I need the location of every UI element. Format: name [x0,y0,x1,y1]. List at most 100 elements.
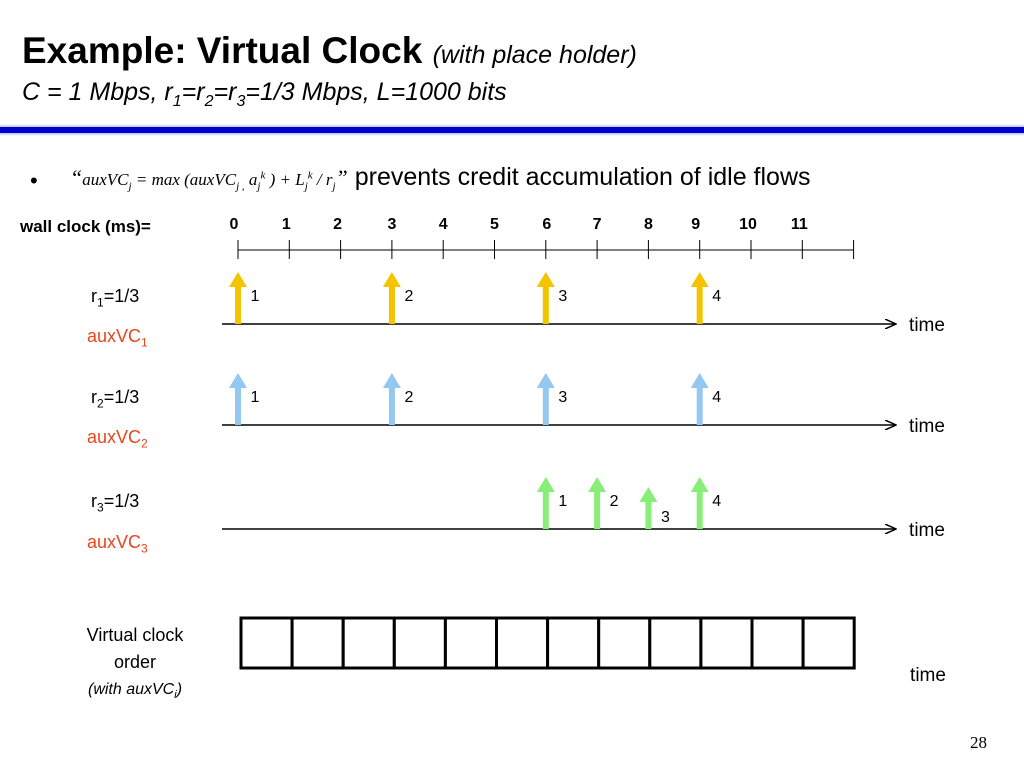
flow-time-label: time [909,315,945,336]
timeline-tick-label: 8 [644,216,653,233]
flow-1-auxvc: auxVC1 [87,326,148,350]
timeline-tick-label: 11 [791,216,808,233]
vc-slot [290,616,345,670]
rate-sub: 3 [97,500,104,515]
param-c: C = 1 Mbps, r [22,78,173,106]
packet-arrow-shaft [542,386,549,425]
timeline-tick-label: 2 [333,216,342,233]
packet-arrow-head [382,373,401,388]
packet-arrow-shaft [696,490,703,529]
vc-slot [648,616,703,670]
packet-label: 3 [558,389,567,406]
virtual-clock-label: Virtual clock order (with auxVCi) [60,622,210,709]
rate-prefix: r [91,286,97,306]
timeline-tick-label: 1 [282,216,291,233]
vc-slot [341,616,396,670]
vc-slot [750,616,805,670]
param-r1-sub: 1 [172,93,182,110]
timeline-tick-label: 3 [387,216,396,233]
rate-sub: 1 [97,295,104,310]
flow-2-rate: r2=1/3 [91,387,139,411]
timeline-tick-label: 9 [691,216,700,233]
formula: auxVCj = max (auxVCj , ajk ) + Ljk / rj [82,169,336,193]
packet-arrow-shaft [696,386,703,425]
vc-slot [546,616,601,670]
param-r3-sub: 3 [236,93,246,110]
packet-arrow-shaft [388,386,395,425]
vc-line1: Virtual clock [86,625,184,645]
packet-arrow-head [690,373,709,388]
slide-parameters: C = 1 Mbps, r1=r2=r3=1/3 Mbps, L=1000 bi… [22,78,507,111]
param-tail: =1/3 Mbps, L=1000 bits [245,78,507,106]
timeline-tick-label: 4 [439,216,448,233]
rate-prefix: r [91,491,97,511]
wall-clock-label: wall clock (ms)= [20,217,151,236]
flow-2-auxvc: auxVC2 [87,427,148,451]
vc-slot [699,616,754,670]
packet-label: 1 [251,288,260,305]
formula-sub: j [332,180,336,193]
vc-slot [239,616,294,670]
vc-slot [495,616,550,670]
vc-note-prefix: (with auxVC [87,681,175,698]
vc-time-label: time [910,665,946,686]
packet-arrow-shaft [594,490,601,529]
packet-label: 2 [404,288,413,305]
packet-arrow-shaft [388,285,395,324]
formula-part: ) + L [265,170,305,189]
packet-label: 1 [558,493,567,510]
vc-note: (with auxVCi) [60,676,210,709]
packet-arrow-head [229,373,247,388]
rate-suffix: =1/3 [103,387,140,407]
packet-arrow-head [690,477,709,492]
vc-slot [597,616,652,670]
packet-arrow [588,477,607,529]
packet-arrow-head [588,477,607,492]
packet-arrow [536,477,555,529]
flow-3-auxvc: auxVC3 [87,532,148,556]
aux-prefix: auxVC [87,326,142,346]
packet-arrow [690,272,709,324]
packet-label: 2 [404,389,413,406]
vc-line2: order [113,652,157,672]
rate-suffix: =1/3 [103,286,140,306]
formula-part: a [244,170,258,189]
packet-arrow-shaft [645,500,652,529]
packet-arrow-head [536,272,555,287]
timeline-tick-label: 7 [593,216,602,233]
title-rule [0,124,1024,136]
bullet-marker: • [30,168,38,193]
vc-note-suffix: ) [176,681,183,698]
packet-label: 4 [712,288,721,305]
packet-arrow-shaft [542,285,549,324]
aux-prefix: auxVC [87,532,142,552]
timeline-tick-label: 5 [490,216,499,233]
bullet-body: prevents credit accumulation of idle flo… [347,163,811,191]
packet-arrow [229,373,247,425]
timeline-tick-label: 10 [739,216,757,233]
packet-arrow-shaft [542,490,549,529]
packet-arrow [690,477,709,529]
formula-sup: k [260,169,266,182]
packet-arrow [382,373,401,425]
flow-time-label: time [909,520,945,541]
packet-label: 1 [251,389,260,406]
packet-arrow [639,487,658,529]
packet-arrow-shaft [235,386,241,425]
param-eq1: =r [181,78,205,106]
packet-arrow [536,373,555,425]
open-quote: “ [70,165,83,190]
packet-arrow-head [229,272,247,287]
param-eq2: =r [213,78,237,106]
formula-sub: j , [236,180,245,193]
bullet-text: “auxVCj = max (auxVCj , ajk ) + Ljk / rj… [70,163,811,192]
formula-part: / r [312,170,333,189]
packet-arrow-head [690,272,709,287]
flow-time-label: time [909,416,945,437]
title-text: Example: Virtual Clock [22,30,423,71]
